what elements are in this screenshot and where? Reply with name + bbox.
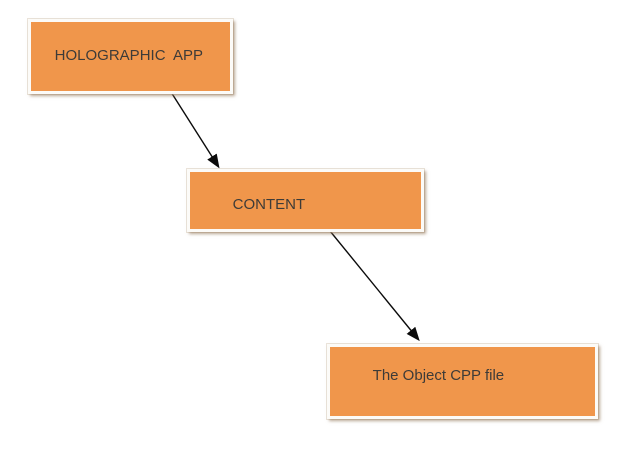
node-label-object-cpp-file: The Object CPP file — [372, 366, 505, 384]
node-holographic-app[interactable]: HOLOGRAPHIC APP — [28, 19, 233, 94]
arrow-content-to-cpp — [329, 230, 420, 342]
arrow-app-to-content — [170, 91, 220, 169]
node-object-cpp-file[interactable]: The Object CPP file — [327, 344, 598, 419]
node-content[interactable]: CONTENT — [187, 169, 424, 232]
node-label-holographic-app: HOLOGRAPHIC APP — [54, 46, 204, 64]
node-label-content: CONTENT — [232, 195, 306, 213]
